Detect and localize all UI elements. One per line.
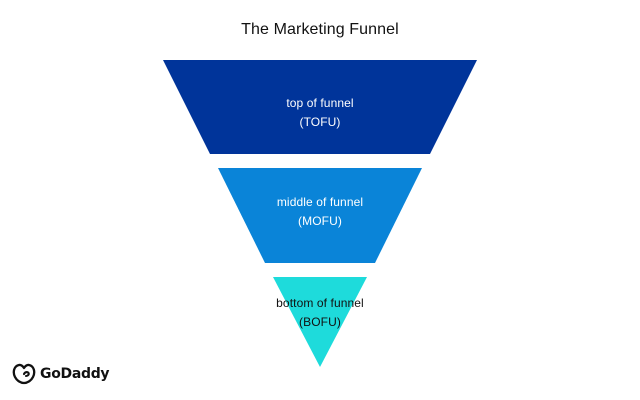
stage-name: middle of funnel [276, 195, 364, 209]
godaddy-logo-text: GoDaddy [40, 366, 110, 382]
stage-label-tofu: top of funnel (TOFU) [220, 94, 420, 132]
diagram-title: The Marketing Funnel [241, 21, 399, 38]
godaddy-logo-icon [12, 363, 36, 385]
funnel-stage-bofu [273, 277, 367, 367]
stage-abbr: (BOFU) [299, 315, 341, 329]
stage-name: bottom of funnel [276, 296, 364, 310]
funnel-stage-tofu [163, 60, 477, 154]
stage-abbr: (TOFU) [299, 115, 341, 129]
stage-name: top of funnel [286, 96, 354, 110]
stage-label-mofu: middle of funnel (MOFU) [220, 193, 420, 231]
stage-label-bofu: bottom of funnel (BOFU) [220, 294, 420, 332]
funnel-stage-mofu [218, 168, 422, 263]
stage-abbr: (MOFU) [298, 214, 342, 228]
godaddy-logo: GoDaddy [12, 362, 110, 386]
